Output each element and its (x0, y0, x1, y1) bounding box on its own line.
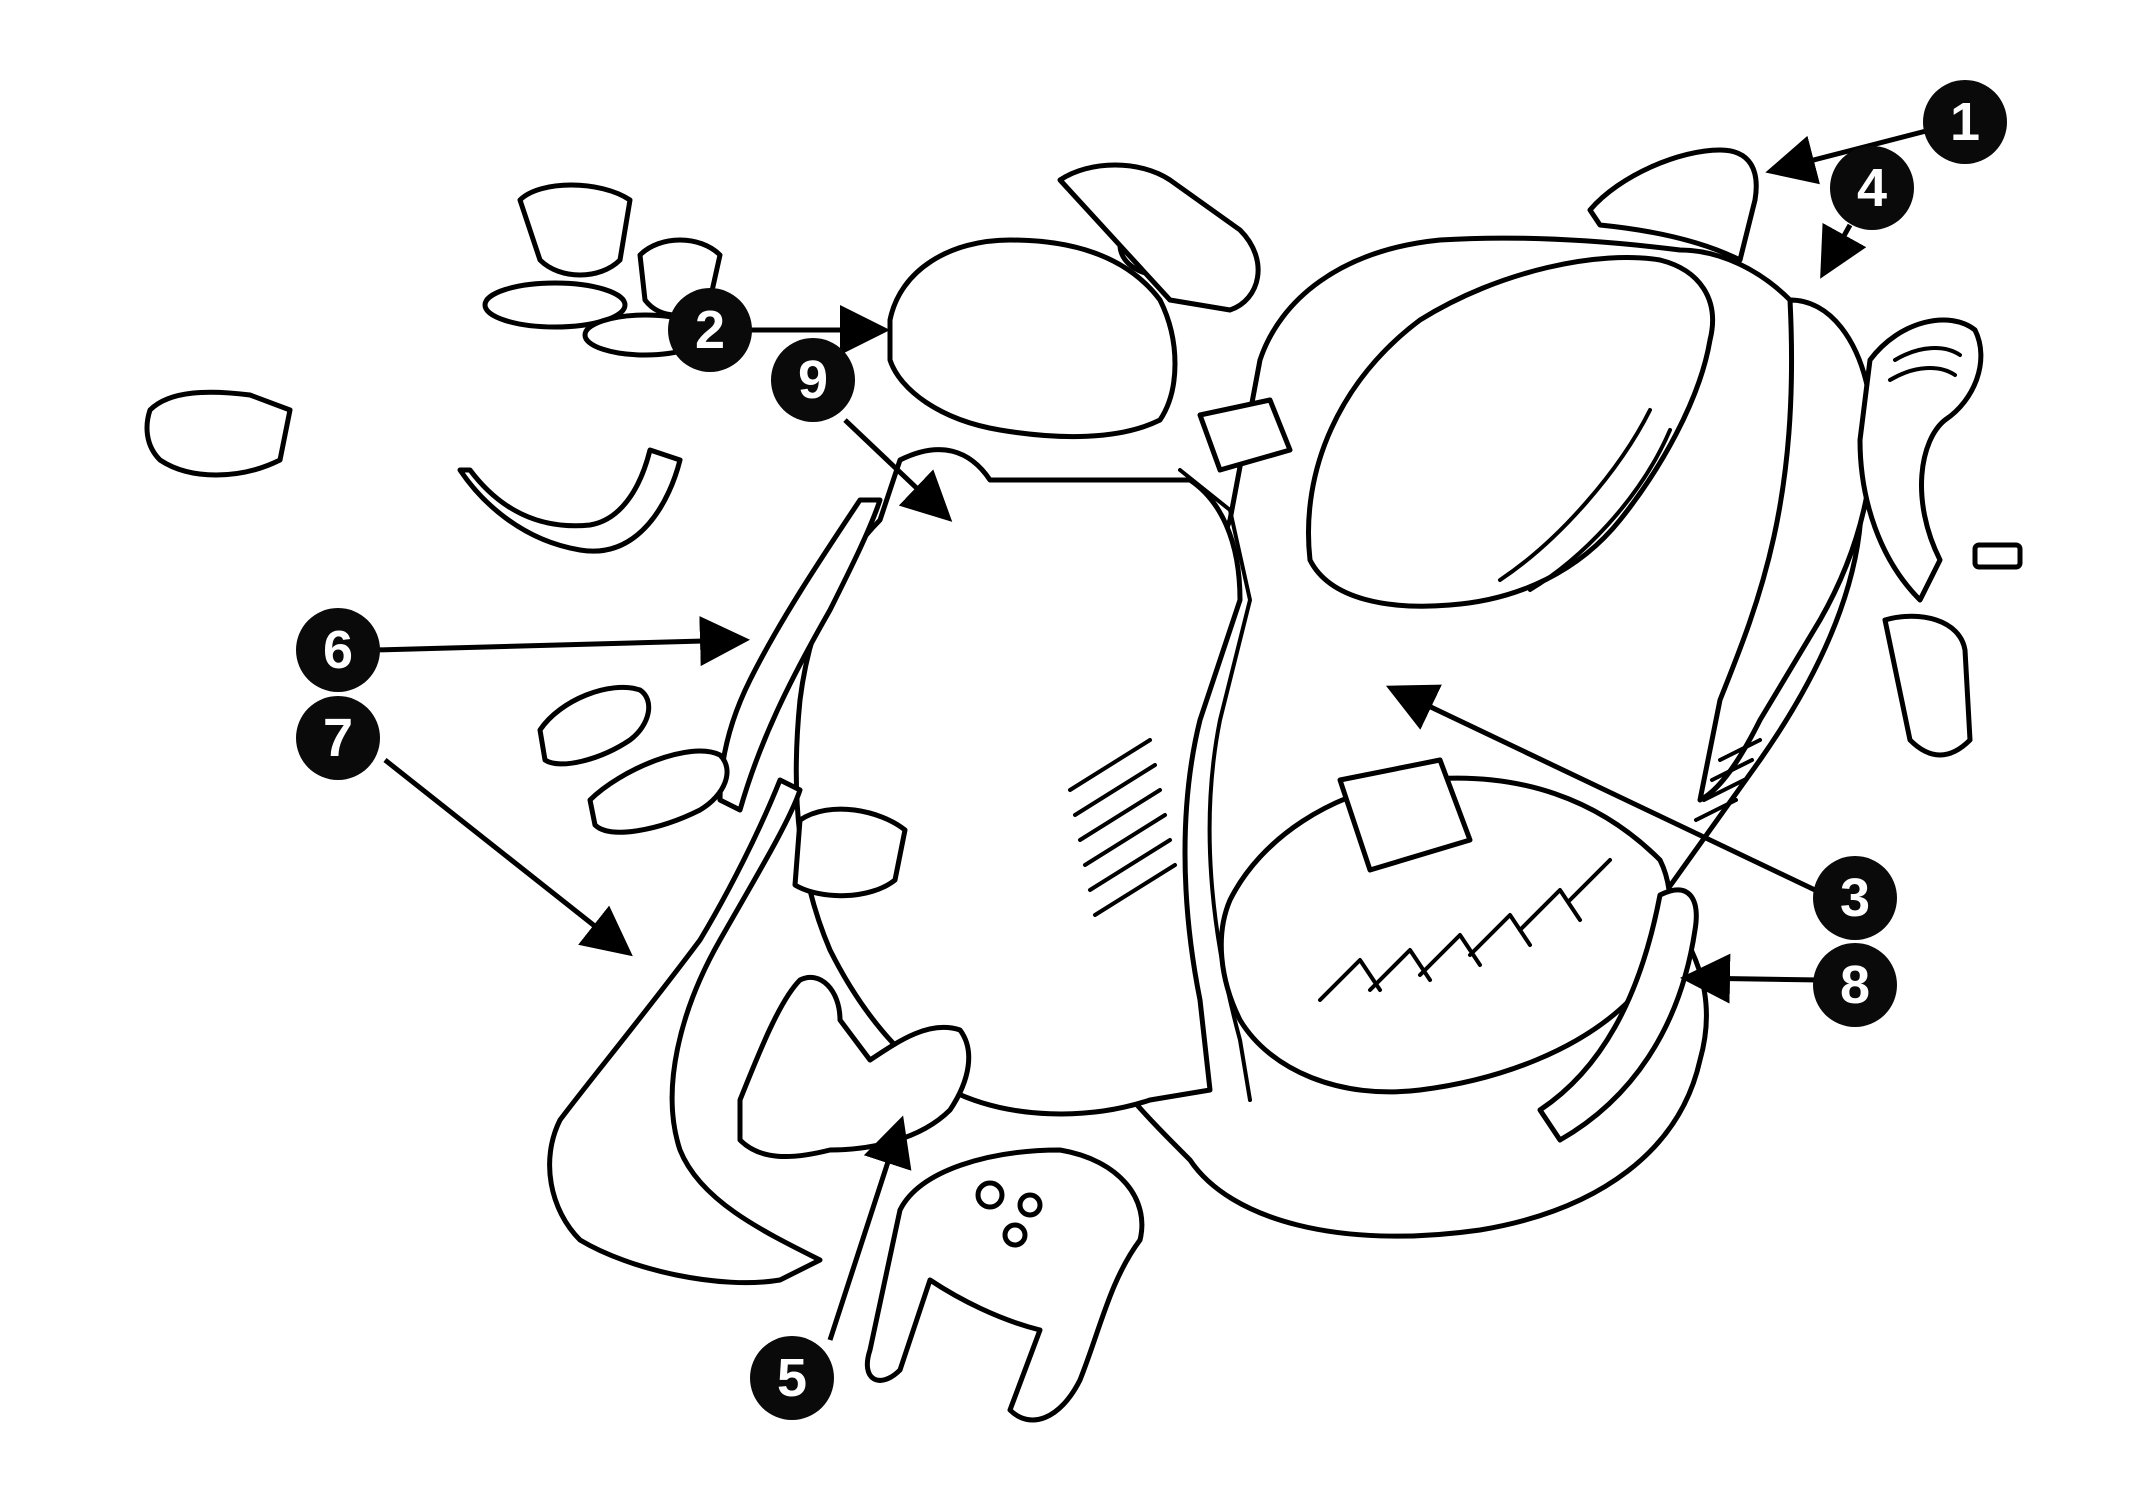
seat-inner-recess (1498, 408, 1672, 592)
front-leg-shield (793, 447, 1243, 1117)
leg-shield-rim (1178, 468, 1252, 1102)
leg-shield-recess (792, 806, 908, 899)
headlight-cowl (887, 237, 1178, 440)
instrument-gauges (482, 182, 723, 358)
leader-4 (1820, 222, 1867, 279)
svg-text:3: 3 (1840, 868, 1870, 928)
trim-piece-lower (587, 748, 730, 835)
leg-shield-vents (1068, 738, 1177, 917)
left-side-trim (717, 497, 883, 813)
callout-3: 3 (1813, 856, 1897, 940)
leader-7 (383, 758, 633, 957)
floor-mat-holes (975, 1180, 1043, 1248)
small-bracket-right (1882, 613, 1973, 758)
handlebar-cover-small (144, 389, 293, 478)
svg-text:6: 6 (323, 620, 353, 680)
svg-text:8: 8 (1840, 955, 1870, 1015)
rear-fender-ridges (1888, 346, 1962, 382)
leader-3 (1385, 684, 1817, 893)
footrest-trim (1537, 887, 1699, 1143)
callout-7: 7 (296, 696, 380, 780)
rear-side-panel (1697, 297, 1876, 803)
leader-lines (374, 127, 1931, 1341)
callout-9: 9 (771, 338, 855, 422)
leader-1 (1765, 127, 1931, 185)
callout-8: 8 (1813, 943, 1897, 1027)
callout-badges: 1 2 3 4 5 6 7 8 (296, 80, 2007, 1420)
callout-6: 6 (296, 608, 380, 692)
svg-text:5: 5 (777, 1348, 807, 1408)
svg-text:7: 7 (323, 708, 353, 768)
floor-ribs (1318, 858, 1612, 1002)
floor-mat-piece (864, 1147, 1145, 1423)
front-outer-shield (547, 777, 823, 1286)
leader-6 (374, 616, 750, 667)
cowl-rear-extension (1057, 162, 1261, 313)
handlebar-cover-curved (457, 447, 683, 554)
leader-8 (1680, 953, 1821, 1004)
callout-4: 4 (1830, 146, 1914, 230)
rear-fender (1857, 317, 1984, 603)
svg-text:4: 4 (1857, 158, 1887, 218)
battery-cover (1337, 757, 1473, 873)
side-panel-vents (1694, 738, 1762, 822)
rear-cover-piece (1587, 147, 1759, 263)
switch-box (1197, 397, 1293, 473)
small-clip (1972, 542, 2023, 570)
callout-2: 2 (668, 288, 752, 372)
svg-text:1: 1 (1950, 92, 1980, 152)
leader-9 (843, 418, 953, 522)
leader-5 (827, 1115, 912, 1341)
trim-piece-upper (537, 684, 652, 767)
parts-illustration (144, 147, 2023, 1423)
callout-1: 1 (1923, 80, 2007, 164)
svg-text:9: 9 (798, 350, 828, 410)
front-fender (737, 975, 972, 1160)
callout-5: 5 (750, 1336, 834, 1420)
svg-text:2: 2 (695, 300, 725, 360)
